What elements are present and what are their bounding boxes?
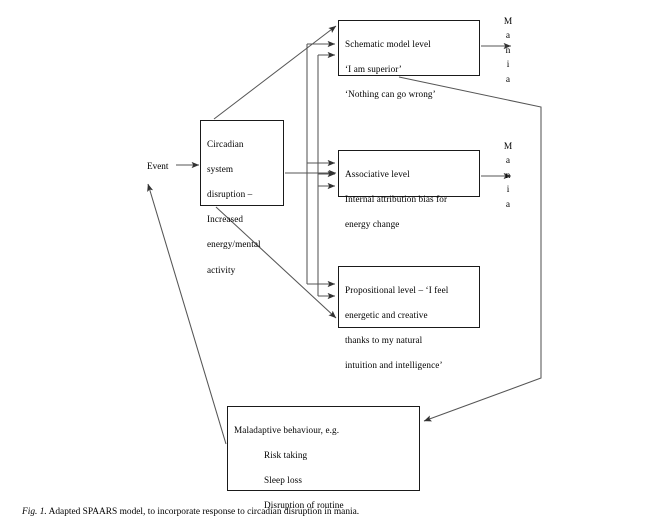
mania-bottom-letter-4: i	[506, 185, 510, 196]
node-schematic-box: Schematic model level ‘I am superior’ ‘N…	[338, 20, 480, 99]
node-maladaptive-box: Maladaptive behaviour, e.g. Risk taking …	[227, 406, 420, 510]
node-event-label: Event	[147, 161, 169, 171]
circadian-line-1: Circadian	[207, 138, 244, 149]
outcome-mania-bottom: M a n i a	[500, 140, 516, 212]
arrow-circadian-to-schematic-diagonal	[213, 25, 337, 120]
mania-bottom-letter-2: a	[505, 156, 511, 167]
figure-number: Fig. 1.	[22, 507, 47, 517]
path-schematic-to-maladaptive	[398, 76, 542, 422]
schematic-line-1: Schematic model level	[345, 38, 431, 49]
mania-bottom-letter-1: M	[503, 142, 513, 152]
propositional-line-3: thanks to my natural	[345, 334, 423, 345]
circadian-line-6: activity	[207, 264, 236, 275]
figure-caption: Fig. 1. Adapted SPAARS model, to incorpo…	[22, 506, 622, 519]
outcome-mania-top: M a n i a	[500, 15, 516, 87]
path-maladaptive-to-circadian	[147, 183, 227, 445]
propositional-line-4: intuition and intelligence’	[345, 360, 443, 371]
node-circadian-box: Circadian system disruption – Increased …	[200, 120, 284, 275]
mania-top-letter-1: M	[503, 17, 513, 27]
arrow-circadian-to-propositional-diagonal	[215, 206, 337, 319]
node-propositional-box: Propositional level – ‘I feel energetic …	[338, 266, 480, 370]
mania-top-letter-3: n	[505, 45, 511, 56]
maladaptive-heading: Maladaptive behaviour, e.g.	[234, 424, 340, 435]
mania-top-letter-4: i	[506, 60, 510, 71]
schematic-line-2: ‘I am superior’	[345, 63, 402, 74]
circadian-line-4: Increased	[207, 214, 244, 225]
mania-top-letter-2: a	[505, 31, 511, 42]
schematic-line-3: ‘Nothing can go wrong’	[345, 88, 436, 99]
propositional-line-2: energetic and creative	[345, 309, 428, 320]
figure-caption-text: Adapted SPAARS model, to incorporate res…	[46, 507, 360, 517]
diagram-connectors	[147, 25, 542, 445]
maladaptive-item-2: Sleep loss	[264, 474, 303, 485]
associative-line-2: Internal attribution bias for	[345, 193, 448, 204]
circadian-line-3: disruption –	[207, 188, 253, 199]
mania-bottom-letter-5: a	[505, 199, 511, 210]
propositional-line-1: Propositional level – ‘I feel	[345, 284, 449, 295]
associative-line-1: Associative level	[345, 168, 410, 179]
circadian-line-2: system	[207, 163, 234, 174]
associative-line-3: energy change	[345, 218, 400, 229]
maladaptive-item-1: Risk taking	[264, 449, 308, 460]
node-associative-box: Associative level Internal attribution b…	[338, 150, 480, 229]
mania-bottom-letter-3: n	[505, 170, 511, 181]
maladaptive-item-3: Disruption of routine	[264, 500, 344, 511]
circadian-line-5: energy/mental	[207, 239, 261, 250]
mania-top-letter-5: a	[505, 74, 511, 85]
